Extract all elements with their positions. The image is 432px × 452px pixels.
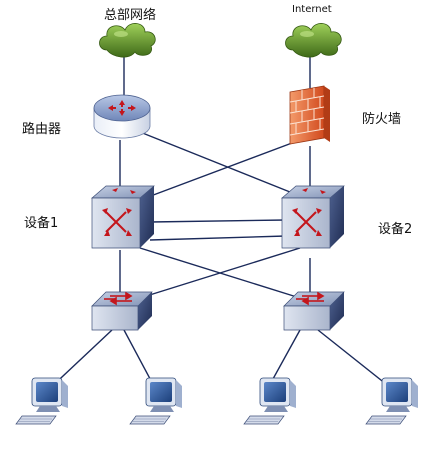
link-device1-device2 <box>149 219 287 223</box>
link-device1-device2-lower <box>149 235 287 241</box>
core-switch-icon <box>281 185 345 249</box>
link-firewall-device1 <box>139 139 301 201</box>
link-router-device2 <box>139 131 301 197</box>
access-switch-icon <box>283 291 345 331</box>
firewall-icon <box>289 85 330 145</box>
computer-icon <box>129 377 182 425</box>
link-device2-access1 <box>139 247 301 299</box>
internet-label: Internet <box>292 4 332 15</box>
computer-icon <box>243 377 296 425</box>
router-label: 路由器 <box>22 122 62 137</box>
core-switch-icon <box>91 185 155 249</box>
computer-icon <box>15 377 68 425</box>
cloud-icon <box>99 23 156 58</box>
firewall-label: 防火墙 <box>362 112 402 127</box>
cloud-icon <box>285 23 342 58</box>
computer-icon <box>365 377 418 425</box>
device2-label: 设备2 <box>378 222 413 237</box>
access-switch-icon <box>91 291 153 331</box>
device1-label: 设备1 <box>24 216 59 231</box>
router-icon <box>93 94 151 139</box>
wan-label: 总部网络 <box>104 8 157 23</box>
